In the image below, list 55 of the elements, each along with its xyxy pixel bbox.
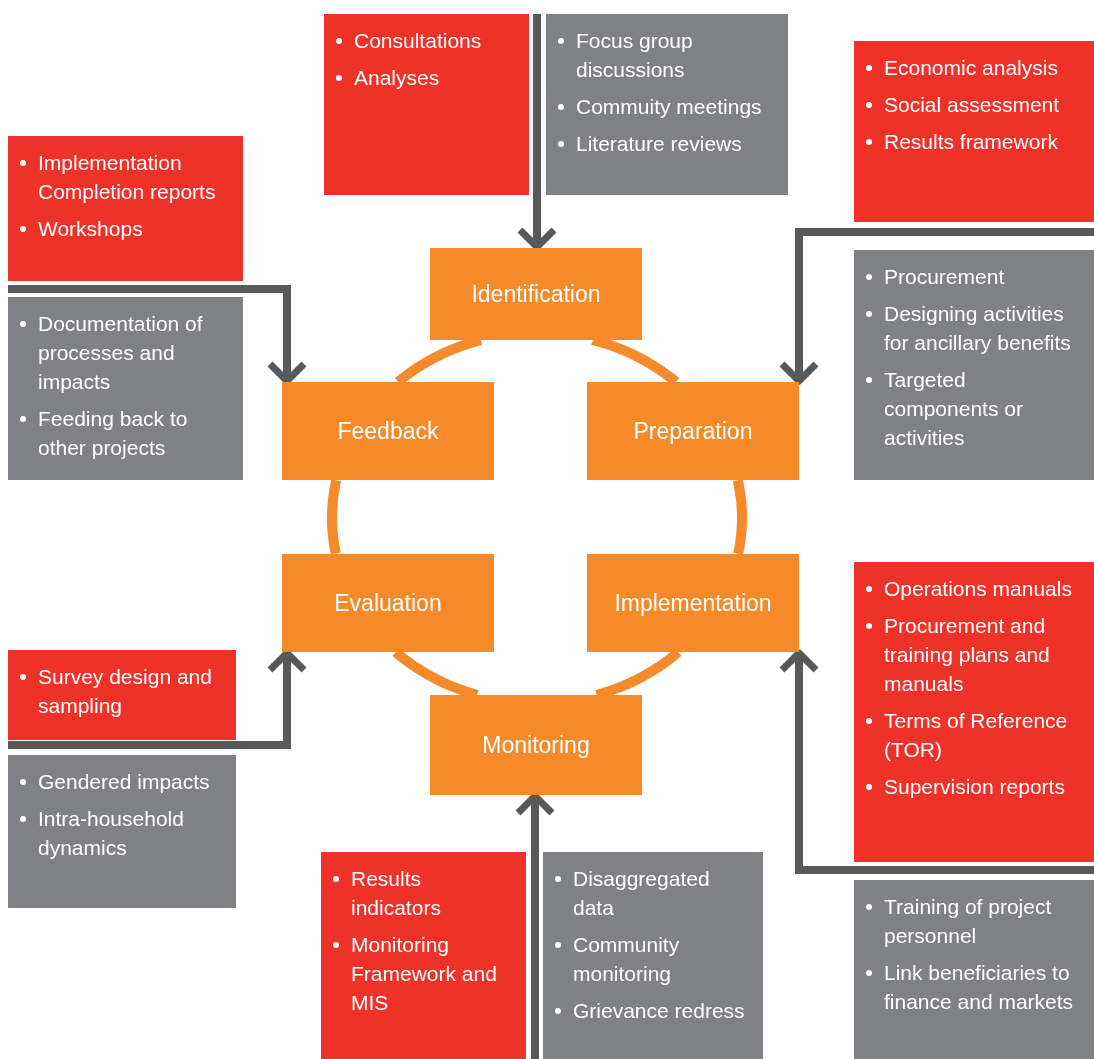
stage-label: Monitoring bbox=[482, 730, 590, 760]
info-box bbox=[546, 14, 788, 195]
stage-box bbox=[430, 695, 642, 795]
bullet-text: Documentation of processes and impacts bbox=[38, 311, 204, 395]
bullet-text: Supervision reports bbox=[884, 774, 1065, 800]
bullet-text: Operations manuals bbox=[884, 576, 1072, 602]
info-box bbox=[854, 41, 1094, 222]
bullet-text: Commuity meetings bbox=[576, 94, 762, 120]
bullet-text: Workshops bbox=[38, 216, 143, 242]
info-box bbox=[543, 852, 763, 1059]
bullet-text: Analyses bbox=[354, 65, 440, 91]
stage-box bbox=[587, 382, 799, 480]
stage-box bbox=[587, 554, 799, 652]
stage-label: Identification bbox=[471, 279, 601, 309]
bullet-text: Targeted components or activities bbox=[884, 367, 1024, 451]
bullet-text: Feeding back to other projects bbox=[38, 406, 189, 461]
info-box bbox=[8, 650, 236, 740]
info-box bbox=[8, 136, 243, 281]
arrow bbox=[778, 649, 1094, 874]
stage-label: Preparation bbox=[633, 416, 753, 446]
arrow bbox=[778, 228, 1094, 385]
stage-box bbox=[282, 382, 494, 480]
bullet-text: Gendered impacts bbox=[38, 769, 210, 795]
info-box bbox=[324, 14, 529, 195]
bullet-text: Intra-household dynamics bbox=[38, 806, 185, 861]
stage-box bbox=[430, 248, 642, 340]
info-box bbox=[8, 755, 236, 908]
bullet-text: Training of project personnel bbox=[884, 894, 1053, 949]
info-box bbox=[8, 297, 243, 480]
info-box bbox=[854, 250, 1094, 480]
bullet-text: Designing activities for ancillary benefits bbox=[884, 301, 1072, 356]
bullet-text: Grievance redress bbox=[573, 998, 745, 1024]
stage-label: Evaluation bbox=[334, 588, 442, 618]
bullet-text: Consultations bbox=[354, 28, 482, 54]
bullet-text: Focus group discussions bbox=[576, 28, 694, 83]
bullet-text: Procurement bbox=[884, 264, 1005, 290]
bullet-text: Implementation Completion reports bbox=[38, 150, 217, 205]
bullet-text: Results framework bbox=[884, 129, 1058, 155]
bullet-text: Results indicators bbox=[351, 866, 442, 921]
info-box bbox=[854, 562, 1094, 862]
bullet-text: Link beneficiaries to finance and markets bbox=[884, 960, 1075, 1015]
bullet-text: Social assessment bbox=[884, 92, 1060, 118]
bullet-text: Economic analysis bbox=[884, 55, 1058, 81]
bullet-text: Literature reviews bbox=[576, 131, 742, 157]
bullet-text: Procurement and training plans and manuals bbox=[884, 613, 1051, 697]
stage-label: Feedback bbox=[337, 416, 439, 446]
bullet-text: Disaggregated data bbox=[573, 866, 711, 921]
bullet-text: Terms of Reference (TOR) bbox=[884, 708, 1069, 763]
info-box bbox=[321, 852, 526, 1059]
info-box bbox=[854, 880, 1094, 1059]
bullet-text: Survey design and sampling bbox=[38, 664, 213, 719]
stage-label: Implementation bbox=[614, 588, 772, 618]
bullet-text: Community monitoring bbox=[573, 932, 681, 987]
bullet-text: Monitoring Framework and MIS bbox=[351, 932, 498, 1016]
stage-box bbox=[282, 554, 494, 652]
